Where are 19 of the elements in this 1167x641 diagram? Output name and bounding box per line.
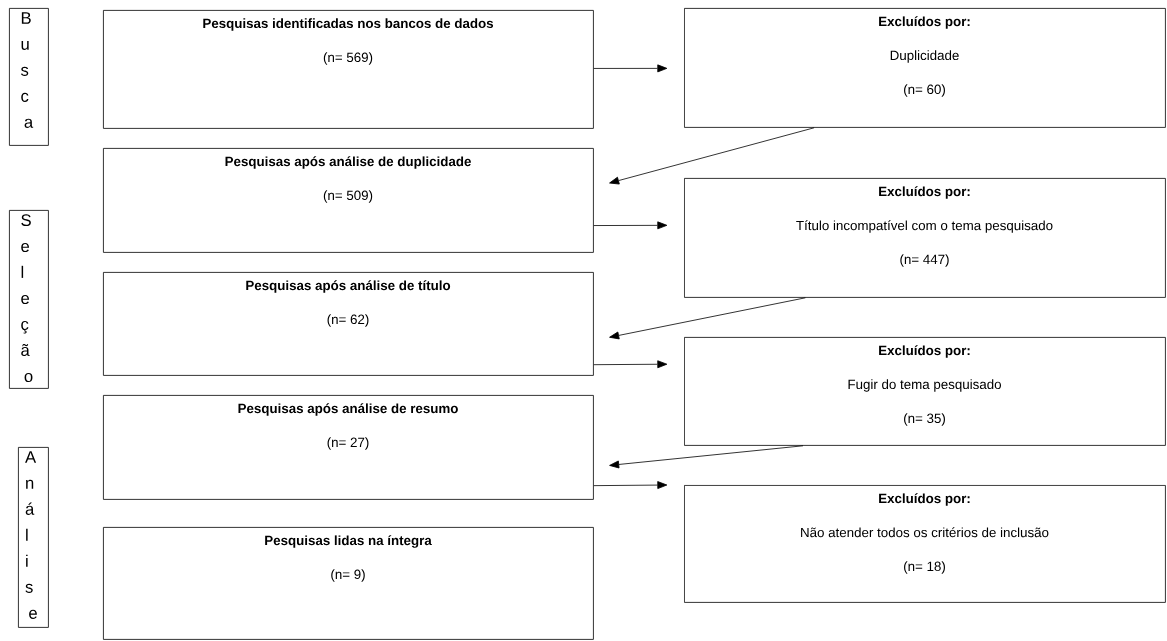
process-box: Excluídos por: Fugir do tema pesquisado (n= 35) — [684, 337, 1166, 446]
arrow — [609, 297, 806, 340]
process-box: Excluídos por: Título incompatível com o tema pesquisado (n= 447) — [684, 178, 1166, 298]
arrow — [609, 127, 815, 185]
stage-label-box: Análise — [18, 447, 49, 628]
arrow — [609, 445, 804, 469]
arrow — [593, 64, 668, 73]
process-box: Excluídos por: Não atender todos os critérios de inclusão (n= 18) — [684, 485, 1166, 603]
stage-label-box: Busca — [9, 8, 49, 146]
process-box: Pesquisas após análise de resumo (n= 27) — [103, 395, 594, 500]
stage-label-box: Seleção — [9, 210, 49, 389]
arrow — [593, 360, 668, 369]
process-box: Pesquisas identificadas nos bancos de dados (n= 569) — [103, 10, 594, 129]
process-box: Pesquisas após análise de duplicidade (n= 509) — [103, 148, 594, 253]
arrow — [593, 221, 668, 230]
arrow — [593, 481, 668, 489]
process-box: Excluídos por: Duplicidade (n= 60) — [684, 8, 1166, 128]
process-box: Pesquisas após análise de título (n= 62) — [103, 272, 594, 376]
process-box: Pesquisas lidas na íntegra (n= 9) — [103, 527, 594, 640]
